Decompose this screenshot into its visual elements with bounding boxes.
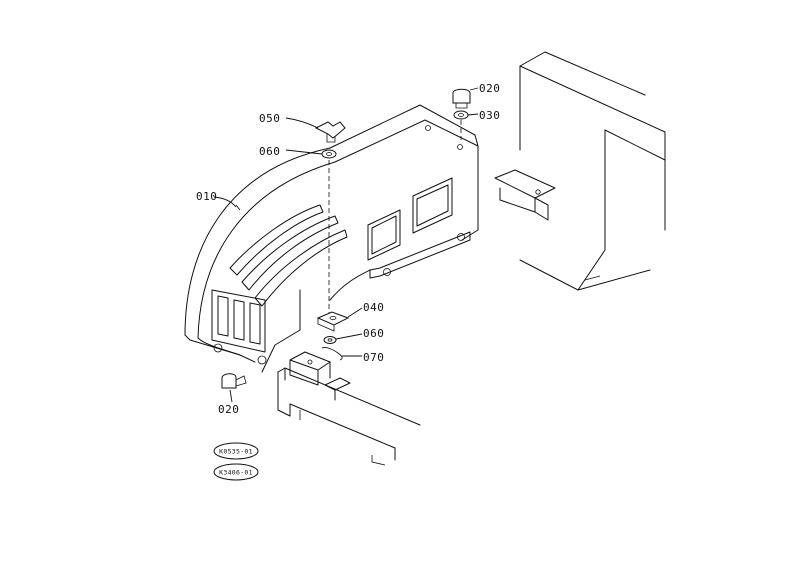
stamp-lower: K3406-01 <box>219 469 253 477</box>
bolt-020-bottom <box>221 373 247 389</box>
leader-lines <box>213 87 479 403</box>
stamp-lower-oval <box>213 463 259 481</box>
nut-plate-040 <box>316 311 350 332</box>
reference-stamps: K0535-01 K3406-01 <box>213 442 259 481</box>
fender-panel <box>184 104 479 373</box>
stamp-upper: K0535-01 <box>219 448 253 456</box>
callout-040: 040 <box>363 301 384 314</box>
stamp-upper-oval <box>213 442 259 460</box>
callout-060-top: 060 <box>259 145 280 158</box>
bolt-020-top <box>452 88 471 109</box>
frame-bracket <box>494 169 556 221</box>
washer-060-top <box>321 149 337 159</box>
callout-060-mid: 060 <box>363 327 384 340</box>
washer-030 <box>453 110 469 120</box>
callout-070: 070 <box>363 351 384 364</box>
callout-labels: 010 020 030 050 060 040 060 070 020 <box>196 82 500 416</box>
washer-060-mid <box>323 336 337 344</box>
spring-pin-070 <box>321 347 343 361</box>
callout-010: 010 <box>196 190 217 203</box>
callout-050: 050 <box>259 112 280 125</box>
machine-frame <box>519 51 666 291</box>
callout-030: 030 <box>479 109 500 122</box>
lower-frame-rail <box>277 351 421 466</box>
callout-020-bottom: 020 <box>218 403 239 416</box>
callout-020-top: 020 <box>479 82 500 95</box>
wing-bolt-050 <box>314 121 346 143</box>
